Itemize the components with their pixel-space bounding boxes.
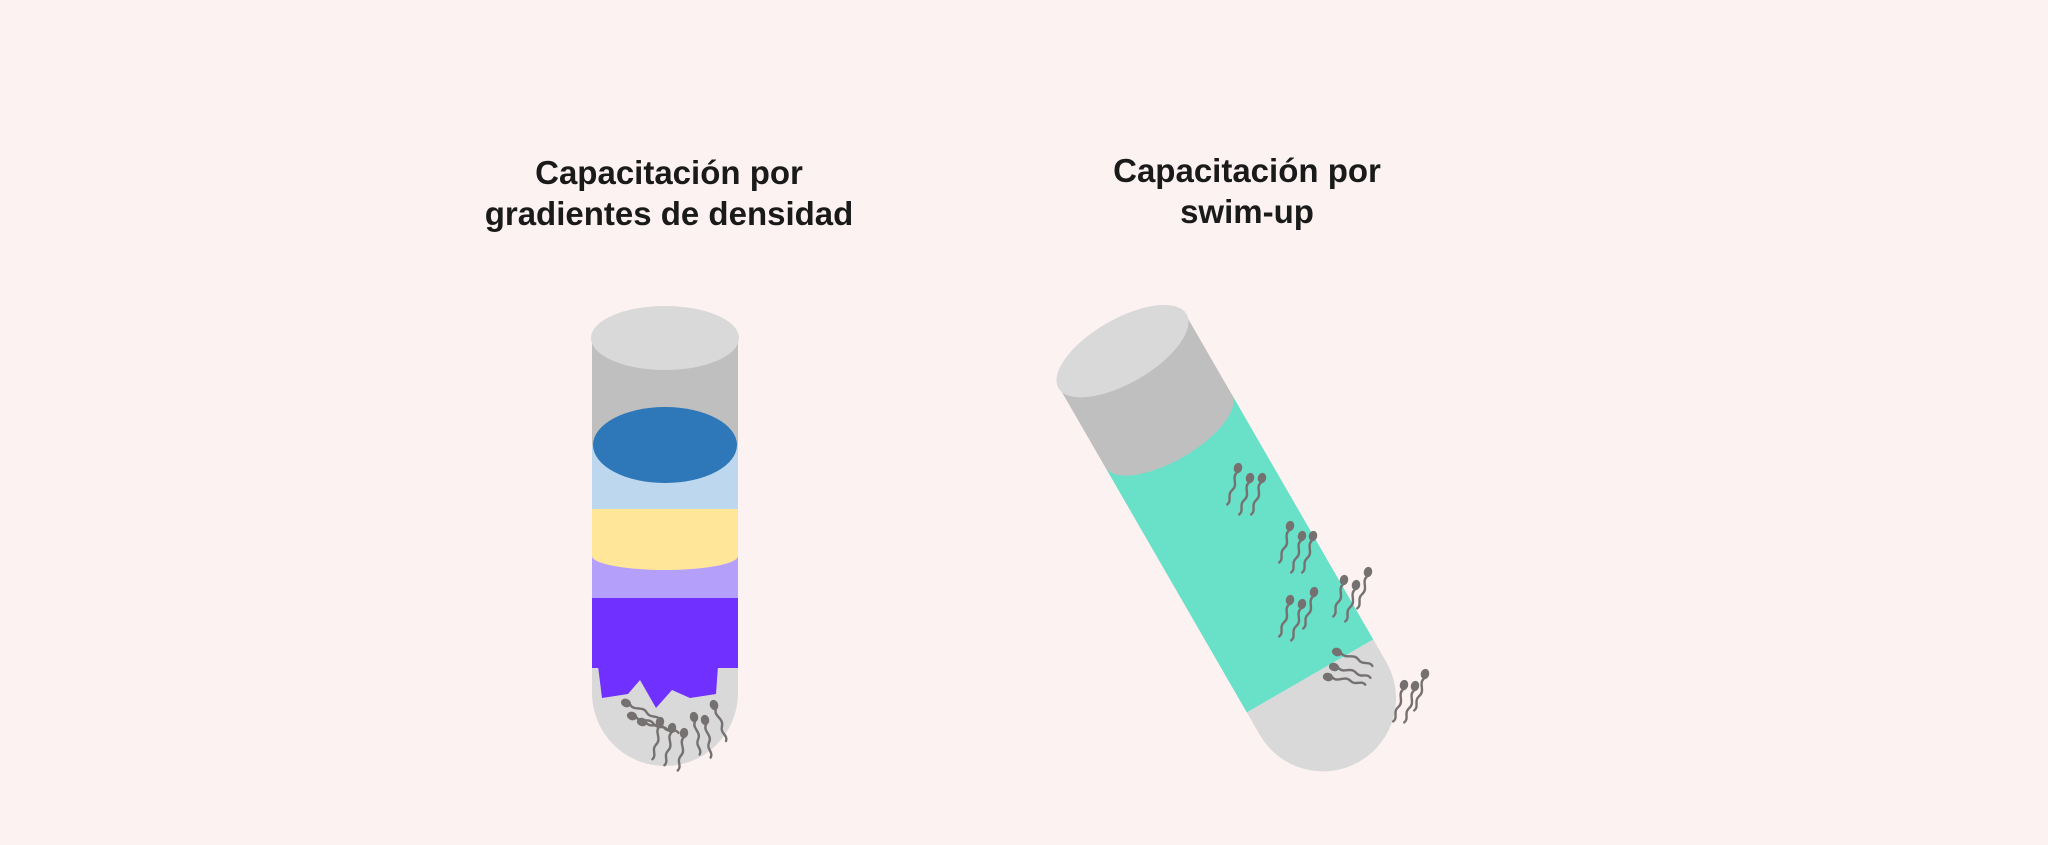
swim-up-title: Capacitación por swim-up [967,150,1527,232]
tube-rim [591,306,739,370]
layer-dark-blue [593,407,737,483]
tube-upper-body [1059,314,1232,468]
density-gradient-title: Capacitación por gradientes de densidad [389,152,949,234]
tube-bottom [1246,639,1396,772]
density-gradient-title-line1: Capacitación por [535,154,803,191]
layer-yellow-bottom [592,542,738,570]
layer-violet [592,598,738,668]
swim-up-medium [1105,394,1374,713]
density-gradient-title-line2: gradientes de densidad [484,195,854,232]
swim-up-title-line2: swim-up [1180,193,1314,230]
swim-up-tube [1056,304,1396,772]
tube-upper-body-bottom [1103,385,1234,476]
layer-violet-jagged-edge [592,666,738,708]
tube-rim [1056,304,1189,398]
density-gradient-tube [591,306,739,773]
swim-up-title-line1: Capacitación por [1113,152,1381,189]
